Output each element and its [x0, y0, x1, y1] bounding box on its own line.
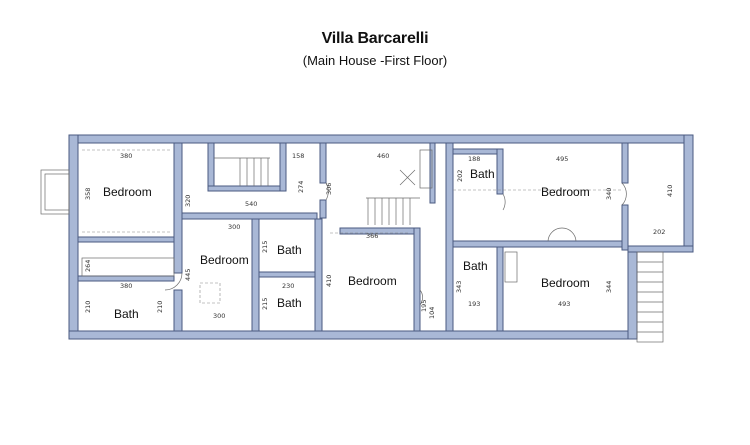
wall-stair-b — [207, 185, 287, 192]
wall-v3 — [314, 218, 323, 332]
dim-label: 380 — [120, 152, 132, 160]
room-label: Bedroom — [541, 185, 590, 199]
wall-v4 — [319, 142, 327, 184]
wall-bottom — [68, 330, 638, 340]
page-subtitle: (Main House -First Floor) — [302, 53, 448, 68]
dim-label: 366 — [366, 232, 378, 240]
dim-label: 274 — [297, 181, 305, 193]
wall-right-upper — [683, 134, 694, 251]
dim-label: 410 — [666, 185, 674, 197]
interior-walls — [77, 142, 629, 332]
dim-label: 380 — [120, 282, 132, 290]
wall-h-bath-top — [452, 148, 504, 155]
wall-h-bed1 — [77, 236, 175, 243]
room-label: Bath — [277, 296, 302, 310]
dim-label: 195 — [420, 300, 428, 312]
wall-v1b — [173, 289, 183, 332]
wall-left — [68, 134, 79, 340]
wall-right-step — [627, 245, 694, 253]
wall-top — [68, 134, 694, 144]
dim-label: 230 — [282, 282, 294, 290]
dim-label: 300 — [228, 223, 240, 231]
wall-v1 — [173, 142, 183, 274]
wall-v7 — [496, 148, 504, 195]
dim-label: 460 — [377, 152, 389, 160]
dimension-labels: 380 358 158 460 188 495 202 410 540 274 … — [84, 152, 674, 320]
dim-label: 445 — [184, 269, 192, 281]
wall-v8 — [496, 246, 504, 332]
room-label: Bath — [470, 167, 495, 181]
dim-label: 410 — [325, 275, 333, 287]
wall-h-mid — [181, 212, 318, 220]
dim-label: 306 — [325, 183, 333, 195]
wall-v2 — [251, 218, 260, 332]
outer-walls — [68, 134, 694, 340]
dim-label: 264 — [84, 260, 92, 272]
wall-stair-r — [279, 142, 287, 192]
dim-label: 188 — [468, 155, 480, 163]
room-label: Bath — [114, 307, 139, 321]
wall-v9 — [621, 142, 629, 184]
room-label: Bedroom — [348, 274, 397, 288]
wall-v4b — [319, 199, 327, 219]
dim-label: 210 — [156, 301, 164, 313]
stairs-middle — [366, 197, 420, 225]
dim-label: 340 — [605, 188, 613, 200]
dim-label: 358 — [84, 188, 92, 200]
dim-label: 344 — [605, 281, 613, 293]
dim-label: 215 — [261, 241, 269, 253]
room-label: Bedroom — [200, 253, 249, 267]
wall-h-bath1 — [77, 275, 175, 282]
room-label: Bedroom — [103, 185, 152, 199]
doors — [164, 169, 627, 306]
wall-shaft — [429, 142, 436, 204]
dim-label: 210 — [84, 301, 92, 313]
stairs-upper — [214, 157, 270, 186]
dim-label: 158 — [292, 152, 304, 160]
page-title: Villa Barcarelli — [321, 30, 429, 47]
wall-right-lower — [627, 249, 638, 340]
room-label: Bedroom — [541, 276, 590, 290]
wall-v5 — [413, 227, 421, 332]
stairs-exterior — [636, 251, 664, 343]
wall-stair-l — [207, 142, 215, 192]
dim-label: 215 — [261, 298, 269, 310]
dim-label: 300 — [213, 312, 225, 320]
wall-h-lower — [452, 240, 629, 248]
wall-v6 — [445, 142, 454, 332]
fixtures — [81, 149, 622, 304]
dim-label: 202 — [653, 228, 665, 236]
dim-label: 202 — [456, 170, 464, 182]
dim-label: 320 — [184, 195, 192, 207]
dim-label: 495 — [556, 155, 568, 163]
room-label: Bath — [277, 243, 302, 257]
dim-label: 104 — [428, 307, 436, 319]
dim-label: 540 — [245, 200, 257, 208]
balcony-left — [40, 169, 70, 215]
wall-h-bath — [258, 271, 322, 278]
wall-v9b — [621, 204, 629, 251]
dim-label: 343 — [455, 281, 463, 293]
dim-label: 493 — [558, 300, 570, 308]
dim-label: 193 — [468, 300, 480, 308]
room-label: Bath — [463, 259, 488, 273]
